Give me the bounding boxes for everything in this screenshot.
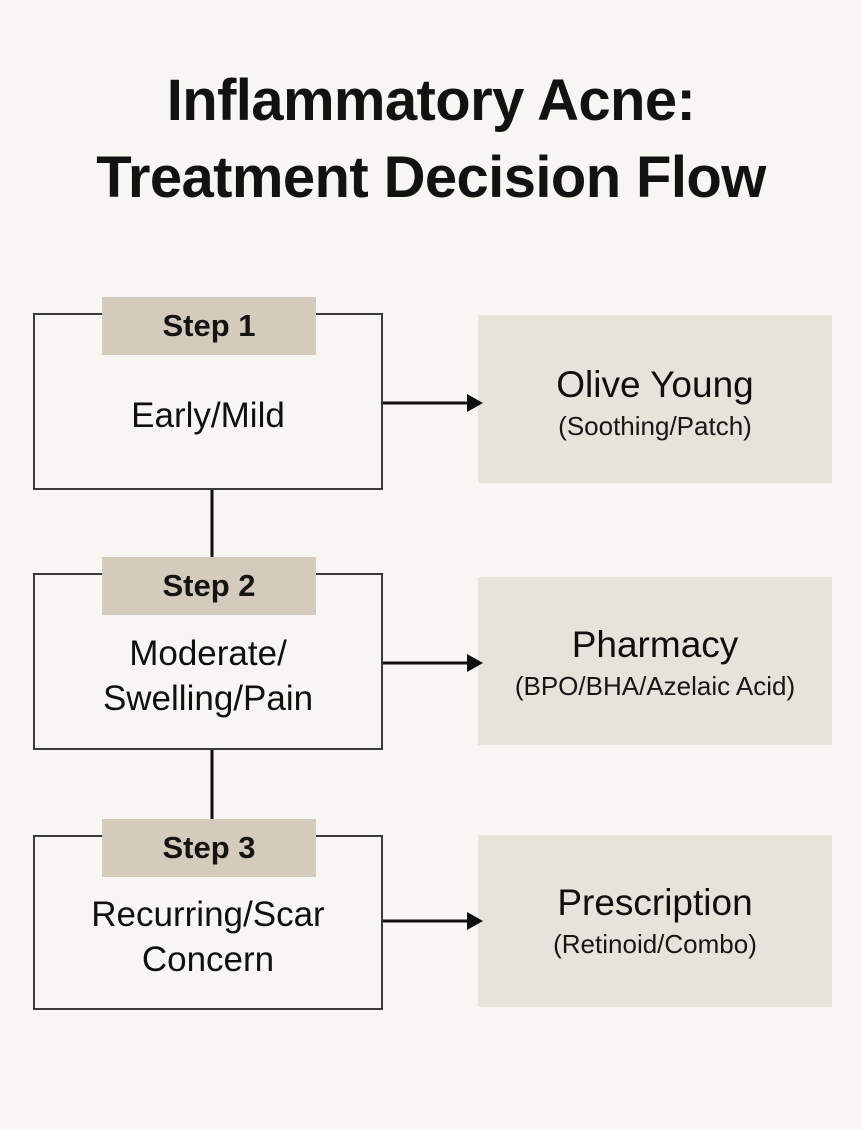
arrow-step-2-to-outcome bbox=[383, 654, 483, 672]
arrow-step-3-to-outcome bbox=[383, 912, 483, 930]
step-chip-3: Step 3 bbox=[102, 819, 316, 877]
page-title-line-2: Treatment Decision Flow bbox=[96, 145, 766, 211]
outcome-subtitle-step-3: (Retinoid/Combo) bbox=[553, 928, 757, 959]
outcome-box-step-3[interactable]: Prescription (Retinoid/Combo) bbox=[478, 835, 832, 1007]
outcome-subtitle-step-1: (Soothing/Patch) bbox=[558, 410, 752, 441]
condition-text-step-1: Early/Mild bbox=[131, 396, 285, 435]
arrow-step-1-to-outcome bbox=[383, 394, 483, 412]
step-chip-2: Step 2 bbox=[102, 557, 316, 615]
outcome-content-step-3: Prescription (Retinoid/Combo) bbox=[478, 881, 832, 960]
outcome-title-step-2: Pharmacy bbox=[571, 624, 739, 665]
condition-box-step-3[interactable]: Recurring/Scar Concern bbox=[33, 835, 383, 1010]
outcome-title-step-3: Prescription bbox=[557, 882, 753, 923]
outcome-content-step-2: Pharmacy (BPO/BHA/Azelaic Acid) bbox=[478, 623, 832, 702]
outcome-box-step-2[interactable]: Pharmacy (BPO/BHA/Azelaic Acid) bbox=[478, 577, 832, 745]
page-title-line-1: Inflammatory Acne: bbox=[166, 68, 696, 133]
condition-text-step-3: Recurring/Scar Concern bbox=[91, 895, 325, 979]
step-chip-1: Step 1 bbox=[102, 297, 316, 355]
condition-text-step-2: Moderate/ Swelling/Pain bbox=[102, 634, 314, 718]
outcome-box-step-1[interactable]: Olive Young (Soothing/Patch) bbox=[478, 315, 832, 483]
outcome-content-step-1: Olive Young (Soothing/Patch) bbox=[478, 363, 832, 442]
page-title: Inflammatory Acne: Treatment Decision Fl… bbox=[0, 62, 862, 216]
outcome-title-step-1: Olive Young bbox=[556, 364, 754, 405]
outcome-subtitle-step-2: (BPO/BHA/Azelaic Acid) bbox=[514, 670, 796, 701]
